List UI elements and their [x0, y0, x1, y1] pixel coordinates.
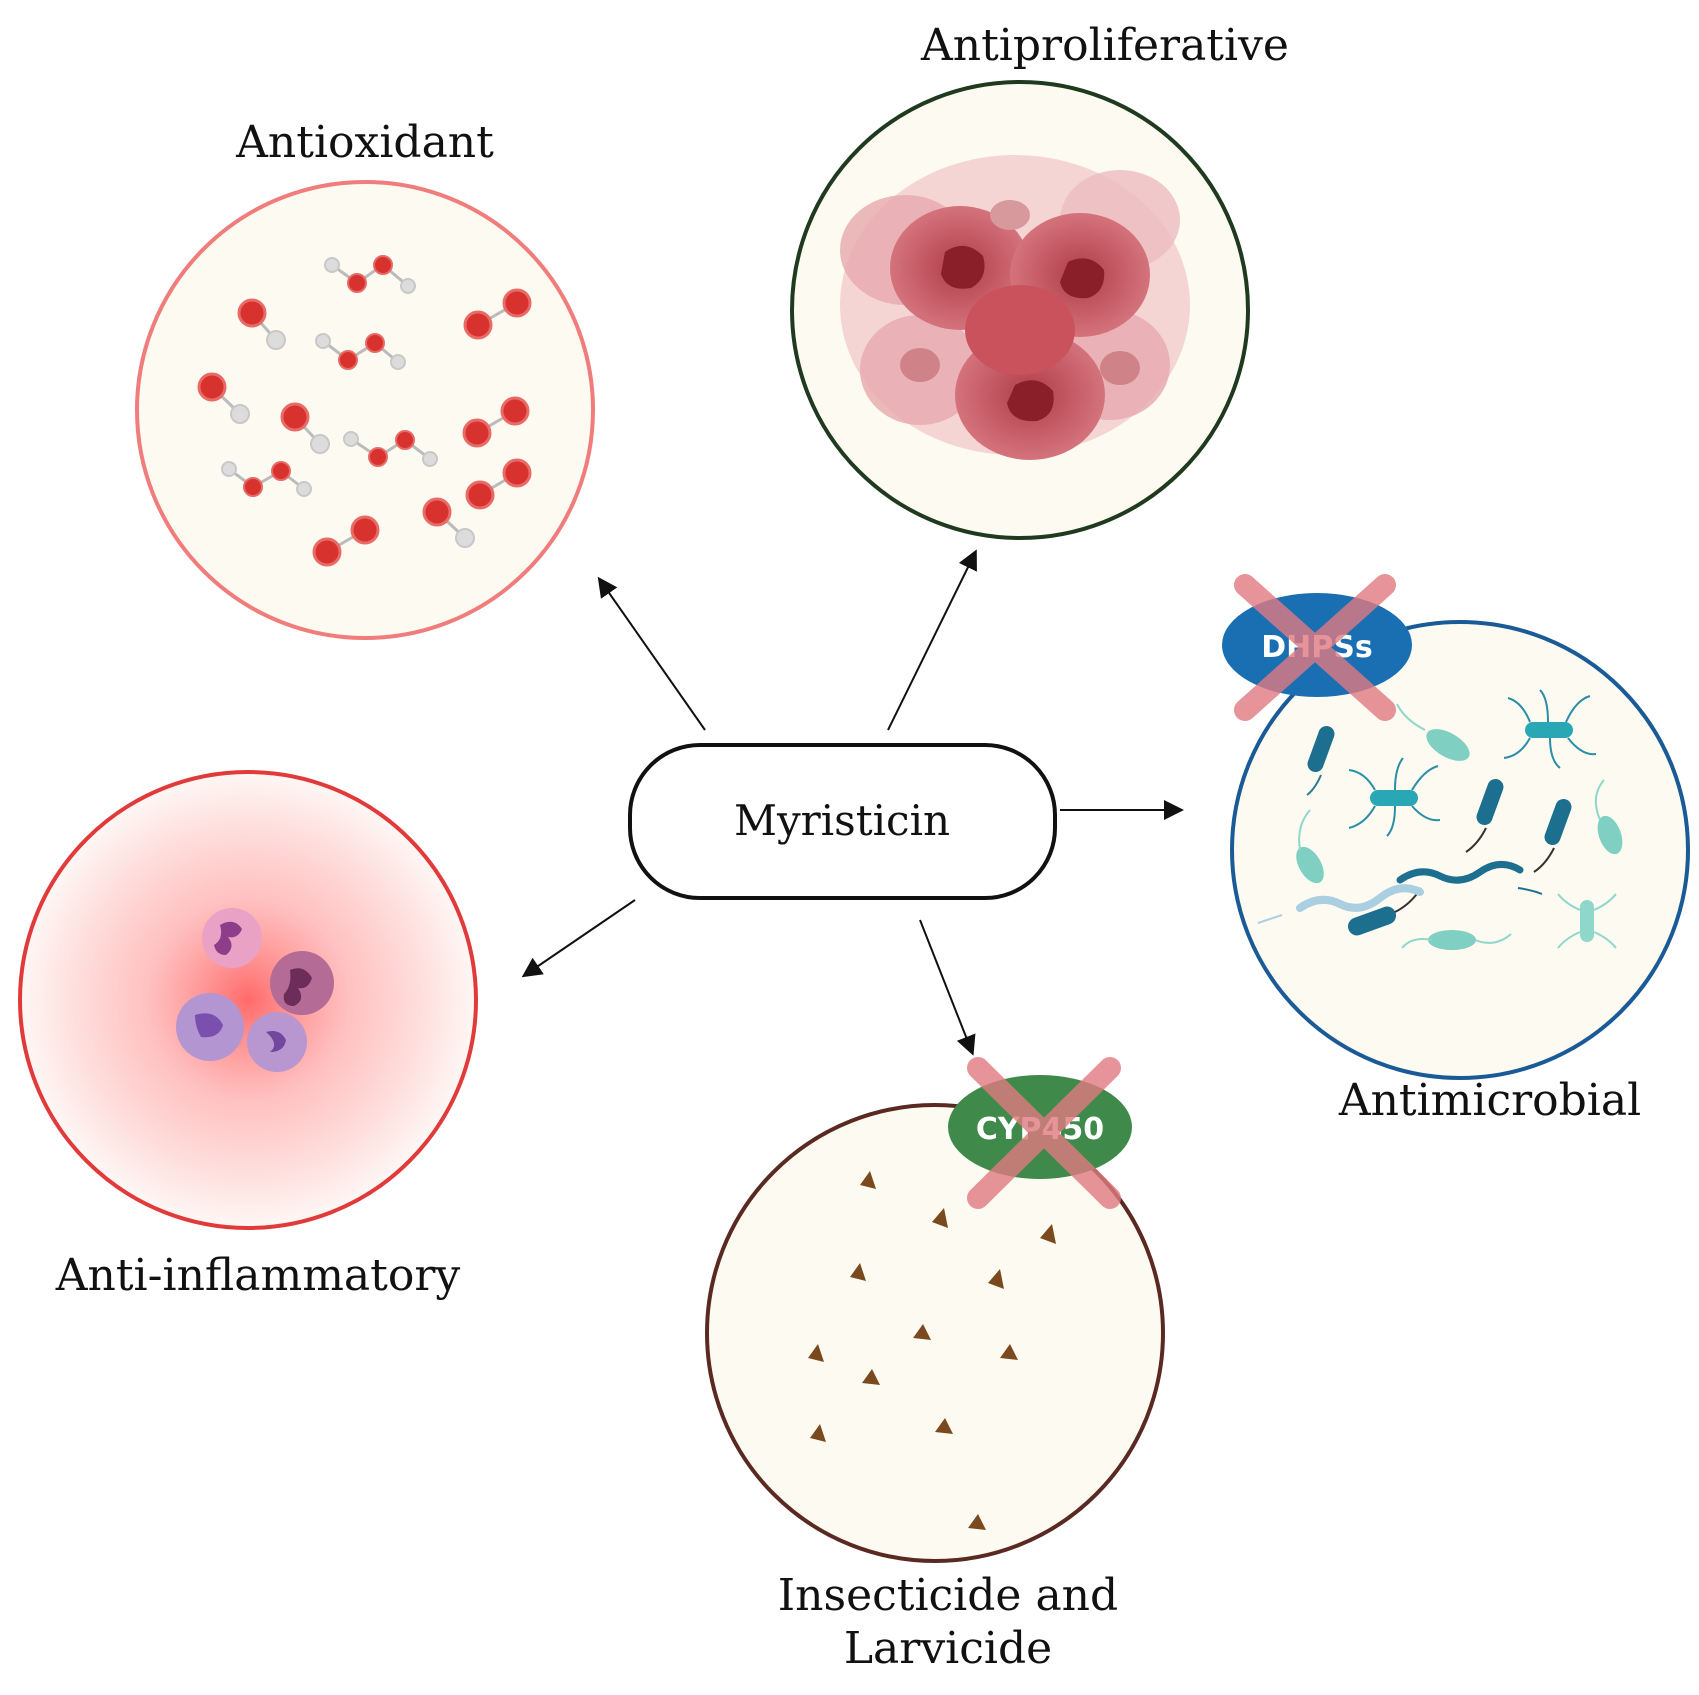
bacterium-rod: [1476, 778, 1504, 826]
peroxide-molecule: [221, 461, 312, 497]
arrow-to-anti-inflammatory: [521, 899, 636, 978]
insect-icon: [862, 1369, 880, 1385]
peroxide-molecule: [343, 430, 438, 467]
antioxidant-circle: [135, 180, 595, 640]
bacterium-flagellated: [1370, 790, 1418, 806]
antimicrobial-label: Antimicrobial: [1338, 1075, 1641, 1126]
center-node: Myristicin: [628, 743, 1057, 900]
insect-icon: [1000, 1344, 1018, 1360]
antimicrobial-circle: [1230, 620, 1690, 1080]
bacterium-rod: [1544, 798, 1572, 846]
bacterium-curved: [1428, 930, 1476, 950]
oxygen-molecule: [312, 515, 380, 567]
peroxide-molecule: [324, 255, 416, 294]
hydroxyl-molecule: [422, 497, 475, 548]
antiproliferative-panel: Antiproliferative: [790, 20, 1289, 540]
bacterium-spiral: [1296, 884, 1424, 912]
bacteria-group: [1257, 689, 1623, 950]
arrow-to-antioxidant: [597, 576, 706, 731]
hydroxyl-molecule: [280, 402, 330, 454]
ros-molecules: [197, 255, 532, 567]
oxygen-molecule: [465, 458, 532, 510]
insects: [808, 1171, 1056, 1530]
dhpss-enzyme: DHPSs: [1222, 574, 1412, 721]
bacterium-curved: [1597, 815, 1623, 855]
insect-icon: [932, 1208, 948, 1228]
bacterium-spiral: [1396, 861, 1524, 884]
insect-icon: [935, 1418, 953, 1434]
antiproliferative-label: Antiproliferative: [920, 20, 1289, 71]
insect-icon: [913, 1324, 931, 1340]
insect-icon: [850, 1263, 866, 1281]
anti-inflammatory-panel: Anti-inflammatory: [18, 770, 478, 1301]
bacterium-flagellated: [1580, 900, 1594, 942]
oxygen-molecule: [462, 396, 530, 448]
insecticide-circle: [705, 1103, 1165, 1563]
bacterium-rod: [1347, 906, 1397, 936]
insect-icon: [808, 1344, 824, 1362]
hydroxyl-molecule: [237, 298, 286, 350]
arrows: [521, 549, 1184, 1056]
cyp450-enzyme: CYP450: [948, 1057, 1132, 1209]
bacterium-curved: [1296, 846, 1324, 884]
anti-inflammatory-label: Anti-inflammatory: [55, 1250, 461, 1301]
antioxidant-panel: Antioxidant: [135, 117, 595, 640]
insect-icon: [860, 1171, 876, 1189]
anti-inflammatory-circle: [18, 770, 478, 1230]
bacterium-flagellated: [1525, 722, 1573, 738]
tumor-cell-cluster: [840, 155, 1190, 460]
peroxide-molecule: [315, 333, 406, 370]
insect-icon: [968, 1514, 986, 1530]
inhibition-cross-icon: [1234, 574, 1396, 721]
center-node-box: [628, 743, 1057, 900]
neutrophil-cell: [202, 908, 262, 968]
arrow-to-antiproliferative: [887, 549, 977, 731]
insect-icon: [988, 1269, 1004, 1289]
insect-icon: [810, 1424, 826, 1442]
insecticide-label-line1: Insecticide and: [778, 1570, 1118, 1621]
insecticide-label-line2: Larvicide: [844, 1623, 1052, 1674]
antioxidant-label: Antioxidant: [235, 117, 494, 168]
arrow-to-insecticide: [919, 919, 976, 1056]
antimicrobial-panel: DHPSs Antimicrobial: [1222, 574, 1690, 1126]
immune-cells: [176, 908, 334, 1072]
insecticide-panel: CYP450 Insecticide and Larvicide: [705, 1057, 1165, 1674]
hydroxyl-molecule: [197, 372, 250, 424]
insect-icon: [1040, 1224, 1056, 1244]
oxygen-molecule: [463, 288, 532, 340]
inhibition-cross-icon: [967, 1057, 1121, 1209]
bacterium-curved: [1426, 729, 1470, 761]
center-node-label: Myristicin: [734, 796, 950, 845]
bacterium-rod: [1307, 725, 1335, 773]
